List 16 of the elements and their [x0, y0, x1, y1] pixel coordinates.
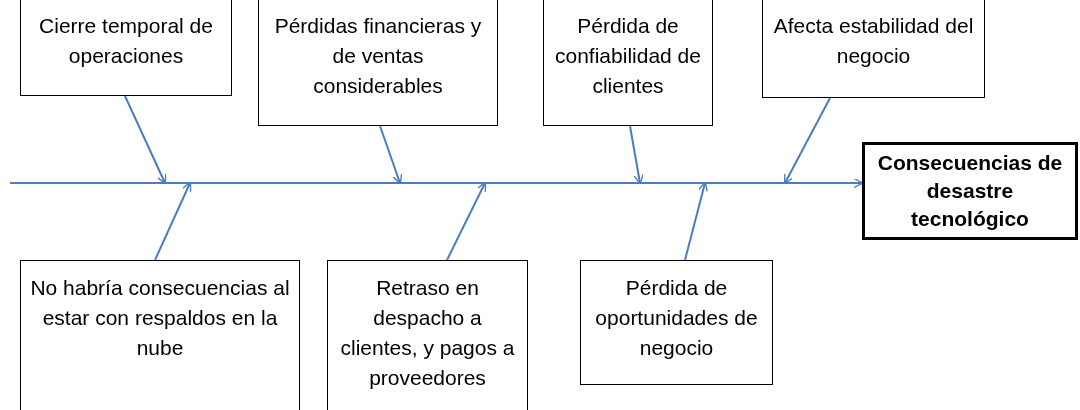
bone-arrow [124, 95, 167, 185]
effect-box: Consecuencias de desastre tecnológico [862, 142, 1078, 240]
bone-arrow [154, 181, 192, 261]
bone-arrow [379, 125, 403, 185]
cause-box: Afecta estabilidad del negocio [762, 0, 985, 98]
bone-arrow [684, 181, 708, 261]
cause-box: Pérdida de oportunidades de negocio [580, 260, 773, 385]
cause-box: Pérdida de confiabilidad de clientes [543, 0, 713, 126]
cause-box: Retraso en despacho a clientes, y pagos a proveedores [327, 260, 528, 410]
spine-arrow [9, 177, 864, 189]
bone-arrow [629, 125, 644, 185]
cause-box: Cierre temporal de operaciones [20, 0, 232, 96]
cause-box: Pérdidas financieras y de ventas considerables [258, 0, 498, 126]
bone-arrow [446, 181, 487, 261]
bone-arrow [783, 97, 831, 185]
cause-box: No habría consecuencias al estar con respaldos en la nube [20, 260, 300, 410]
